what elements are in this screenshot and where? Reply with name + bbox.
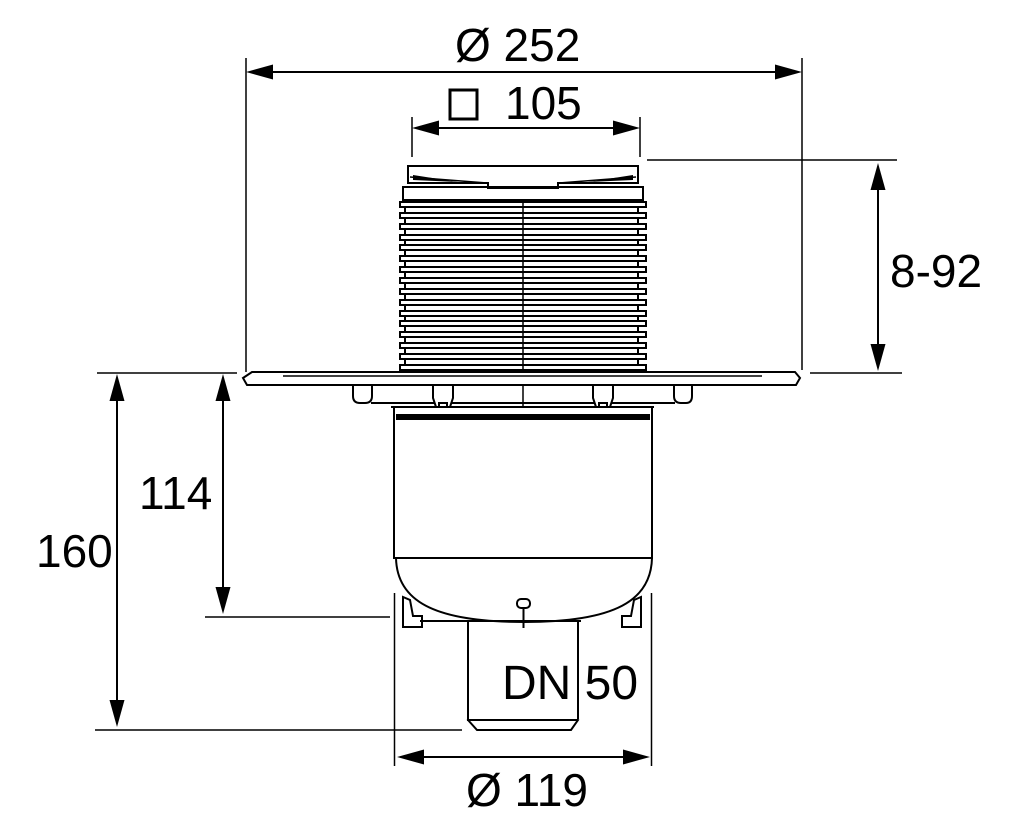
drain-bowl <box>391 406 654 628</box>
outlet-pipe <box>466 620 580 731</box>
label-grate-square: 105 <box>505 77 582 129</box>
grate-edge-shading-left <box>413 175 458 182</box>
grate-edge-shading-right <box>588 175 633 182</box>
drain-pin-head <box>516 598 531 609</box>
dimension-flange-diameter: Ø 252 <box>245 19 803 372</box>
label-body-diameter: Ø 119 <box>466 764 588 816</box>
seal-ring <box>396 414 650 420</box>
dimension-adjustable-height: 8-92 <box>647 159 982 374</box>
dimension-grate-square: 105 <box>411 77 641 157</box>
clamping-collar <box>352 384 693 408</box>
dimension-depth-160: 160 <box>36 374 462 731</box>
label-depth-114: 114 <box>139 467 212 519</box>
dimension-depth-114: 114 <box>97 372 390 618</box>
dimension-body-diameter: Ø 119 <box>393 593 653 816</box>
label-outlet-nominal: DN 50 <box>502 657 638 710</box>
label-adjustable-height: 8-92 <box>890 245 982 297</box>
snap-clip-right <box>592 384 614 408</box>
square-symbol-icon <box>448 88 479 121</box>
label-flange-diameter: Ø 252 <box>455 19 580 71</box>
riser-grate-cap <box>402 165 644 201</box>
label-depth-160: 160 <box>36 525 113 577</box>
support-foot-right <box>621 595 642 628</box>
riser-thread-section <box>399 199 647 406</box>
support-foot-left <box>402 595 423 628</box>
snap-clip-left <box>432 384 454 408</box>
flange <box>241 371 802 386</box>
